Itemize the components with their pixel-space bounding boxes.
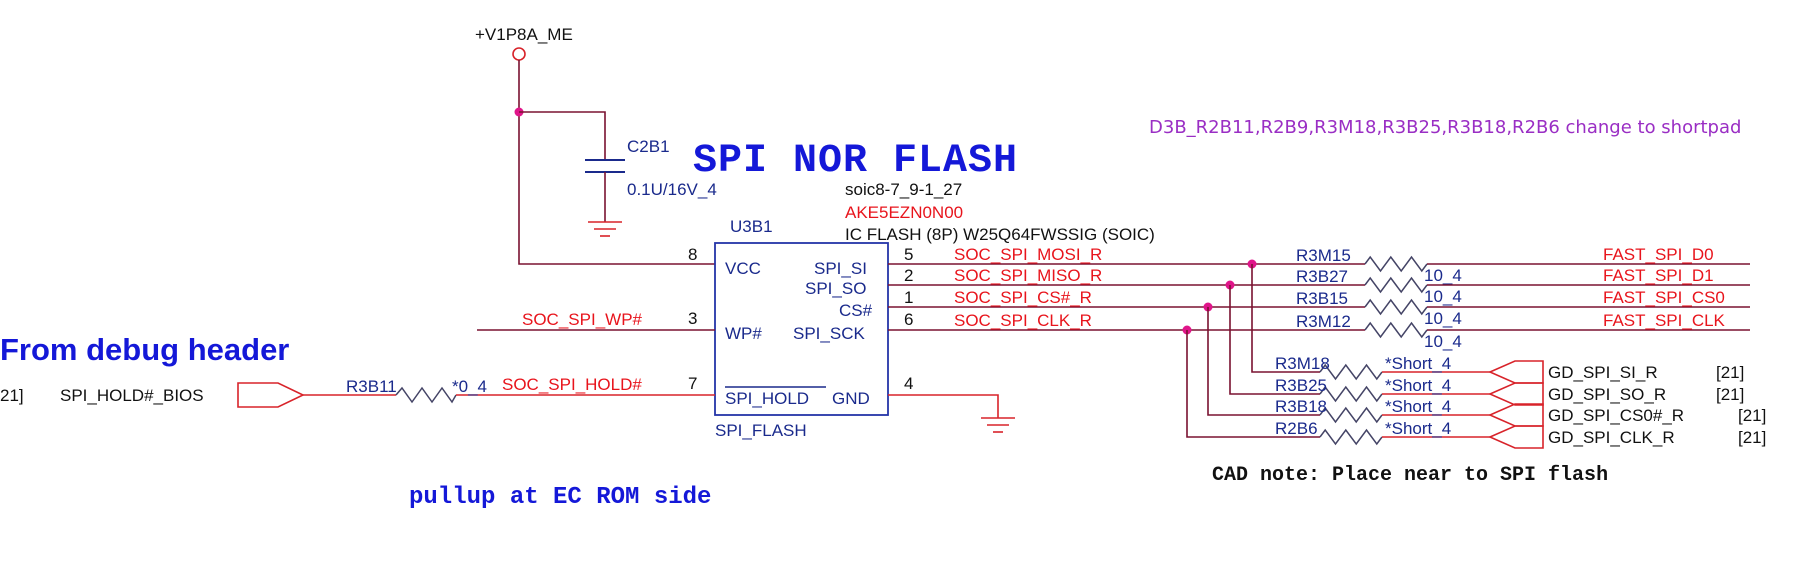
power-rail-symbol [512, 47, 526, 61]
tap-connector-arrow-1 [1488, 382, 1544, 406]
resistor-r2b6 [1319, 428, 1383, 446]
net-out-label-3: FAST_SPI_CLK [1603, 311, 1726, 330]
cap-top-wire [519, 111, 606, 160]
hold-connector-arrow [237, 382, 305, 408]
net-out-label-1: FAST_SPI_D1 [1603, 266, 1714, 285]
pin-cs-number: 1 [904, 288, 913, 307]
net-label-0: SOC_SPI_MOSI_R [954, 245, 1102, 264]
net-res-value-3: 10_4 [1424, 332, 1462, 351]
capacitor-c2b1 [585, 159, 625, 237]
tap-page-ref-1: [21] [1716, 385, 1744, 404]
resistor-r3m15 [1364, 255, 1428, 273]
pin-gnd-number: 4 [904, 374, 913, 393]
net-out-label-0: FAST_SPI_D0 [1603, 245, 1714, 264]
pin-so-number: 2 [904, 266, 913, 285]
hold-page-ref: 21] [0, 386, 24, 405]
resistor-r3b27 [1364, 276, 1428, 294]
vcc-wire [518, 60, 715, 265]
capacitor-ref: C2B1 [627, 137, 670, 156]
cad-note: CAD note: Place near to SPI flash [1212, 464, 1608, 487]
debug-header-heading: From debug header [0, 332, 289, 367]
resistor-r3b18 [1319, 406, 1383, 424]
pullup-note: pullup at EC ROM side [409, 484, 711, 511]
tap-connector-arrow-2 [1488, 403, 1544, 427]
tap-out-label-3: GD_SPI_CLK_R [1548, 428, 1675, 447]
net-res-value-2: 10_4 [1424, 309, 1462, 328]
chip-part-number: AKE5EZN0N00 [845, 203, 963, 222]
pin-sck-label: SPI_SCK [793, 324, 865, 343]
tap-wire-3 [1186, 330, 1320, 438]
resistor-r3m18 [1319, 363, 1383, 381]
net-out-label-2: FAST_SPI_CS0 [1603, 288, 1725, 307]
pin-hold-label: SPI_HOLD [725, 389, 809, 408]
tap-out-label-0: GD_SPI_SI_R [1548, 363, 1658, 382]
pin-wp-label: WP# [725, 324, 762, 343]
net-label-1: SOC_SPI_MISO_R [954, 266, 1102, 285]
tap-wire-0 [1251, 264, 1320, 373]
pin-wp-number: 3 [688, 309, 697, 328]
hold-res-ref: R3B11 [346, 377, 397, 396]
pin-vcc-number: 8 [688, 245, 697, 264]
tap-page-ref-0: [21] [1716, 363, 1744, 382]
power-rail-label: +V1P8A_ME [475, 25, 573, 44]
resistor-r3b11 [395, 386, 457, 404]
pin-si-label: SPI_SI [814, 259, 867, 278]
net-res-ref-0: R3M15 [1296, 246, 1351, 265]
net-res-ref-3: R3M12 [1296, 312, 1351, 331]
tap-res-value-2: *Short_4 [1385, 397, 1451, 416]
tap-res-value-3: *Short_4 [1385, 419, 1451, 438]
wp-net-label: SOC_SPI_WP# [522, 310, 643, 329]
tap-res-value-0: *Short_4 [1385, 354, 1451, 373]
pin-sck-number: 6 [904, 310, 913, 329]
chip-ground-symbol [981, 417, 1015, 433]
tap-out-label-2: GD_SPI_CS0#_R [1548, 406, 1684, 425]
pin-gnd-label: GND [832, 389, 870, 408]
tap-wire-1 [1229, 285, 1320, 395]
net-label-3: SOC_SPI_CLK_R [954, 311, 1092, 330]
tap-res-ref-1: R3B25 [1275, 376, 1327, 395]
tap-out-label-1: GD_SPI_SO_R [1548, 385, 1666, 404]
hold-res-value: *0_4 [452, 377, 487, 396]
tap-res-ref-3: R2B6 [1275, 419, 1318, 438]
pin-hold-number: 7 [688, 374, 697, 393]
gnd-wire [888, 394, 999, 418]
hold-net-label: SOC_SPI_HOLD# [502, 375, 642, 394]
chip-ref: U3B1 [730, 217, 773, 236]
change-note: D3B_R2B11,R2B9,R3M18,R3B25,R3B18,R2B6 ch… [1149, 117, 1741, 138]
net-res-value-0: 10_4 [1424, 266, 1462, 285]
tap-page-ref-3: [21] [1738, 428, 1766, 447]
net-label-2: SOC_SPI_CS#_R [954, 288, 1092, 307]
net-res-ref-1: R3B27 [1296, 267, 1348, 286]
resistor-r3b15 [1364, 298, 1428, 316]
schematic-title: SPI NOR FLASH [693, 139, 1018, 184]
tap-connector-arrow-3 [1488, 425, 1544, 449]
pin-si-number: 5 [904, 245, 913, 264]
tap-res-ref-0: R3M18 [1275, 354, 1330, 373]
tap-res-ref-2: R3B18 [1275, 397, 1327, 416]
right-nets-group: SOC_SPI_MOSI_R R3M15 10_4 FAST_SPI_D0SOC_SP… [888, 245, 1750, 351]
pin-cs-label: CS# [839, 301, 873, 320]
chip-description: IC FLASH (8P) W25Q64FWSSIG (SOIC) [845, 225, 1155, 244]
chip-footprint: soic8-7_9-1_27 [845, 180, 962, 199]
capacitor-ground-symbol [588, 221, 622, 237]
pin-so-label: SPI_SO [805, 279, 866, 298]
resistor-r3m12 [1364, 321, 1428, 339]
hold-source-label: SPI_HOLD#_BIOS [60, 386, 204, 405]
flash-chip-body [714, 242, 889, 416]
debug-taps-group: R3M18 *Short_4 GD_SPI_SI_R [21] R3B25 *Short_… [1182, 259, 1766, 449]
tap-page-ref-2: [21] [1738, 406, 1766, 425]
tap-connector-arrow-0 [1488, 360, 1544, 384]
net-res-ref-2: R3B15 [1296, 289, 1348, 308]
pin-vcc-label: VCC [725, 259, 761, 278]
net-res-value-1: 10_4 [1424, 287, 1462, 306]
tap-wire-2 [1207, 307, 1320, 416]
resistor-r3b25 [1319, 385, 1383, 403]
chip-name: SPI_FLASH [715, 421, 807, 440]
tap-res-value-1: *Short_4 [1385, 376, 1451, 395]
capacitor-value: 0.1U/16V_4 [627, 180, 717, 199]
